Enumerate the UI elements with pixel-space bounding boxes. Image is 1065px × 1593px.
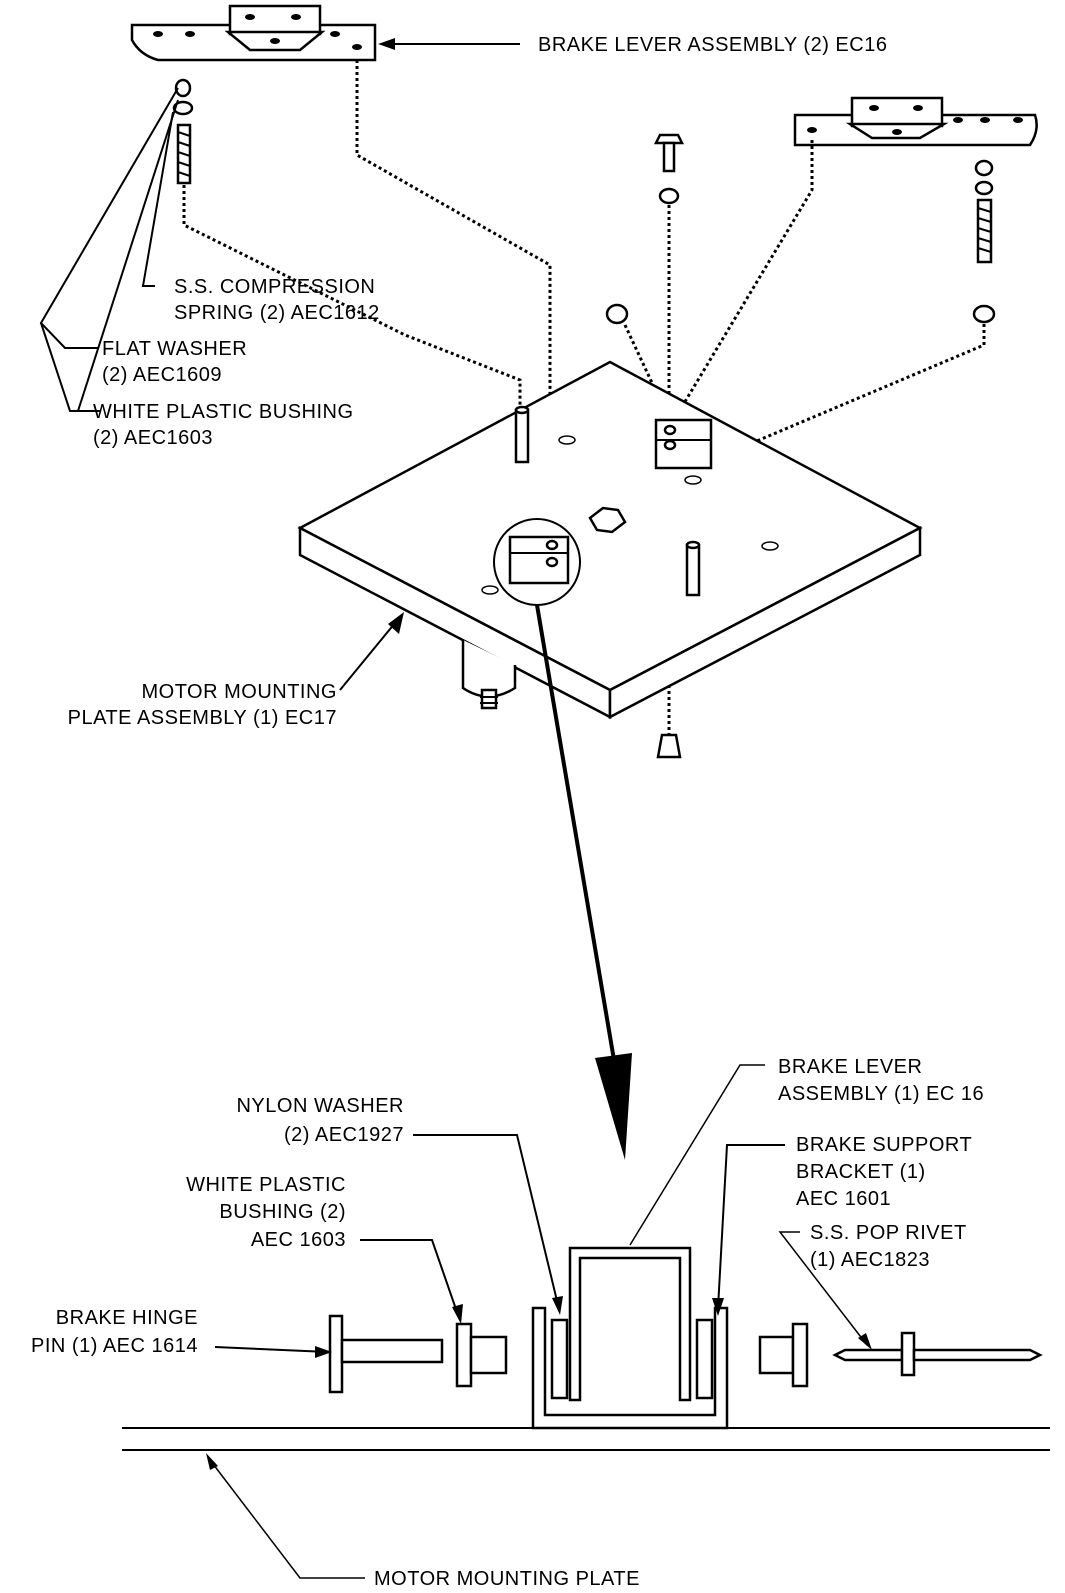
callout-labels: BRAKE LEVER ASSEMBLY (2) EC16 S.S. COMPR…	[31, 34, 984, 1590]
label-bushing-top-line1: WHITE PLASTIC BUSHING	[93, 401, 354, 423]
bushing-washer-spring-stack-right	[972, 159, 996, 324]
brake-lever-assembly-right	[793, 96, 1038, 147]
label-compression-spring-line2: SPRING (2) AEC1612	[174, 302, 380, 324]
label-flat-washer-line2: (2) AEC1609	[102, 364, 222, 386]
leader-lines	[39, 38, 872, 1579]
label-support-bracket-line2: BRACKET (1)	[796, 1161, 926, 1183]
label-brake-lever-detail-line2: ASSEMBLY (1) EC 16	[778, 1083, 984, 1105]
label-bushing-detail-line3: AEC 1603	[251, 1229, 346, 1251]
label-compression-spring-line1: S.S. COMPRESSION	[174, 276, 375, 298]
bushing-washer-spring-stack-left	[172, 78, 194, 185]
label-pop-rivet-line1: S.S. POP RIVET	[810, 1222, 967, 1244]
label-pop-rivet-line2: (1) AEC1823	[810, 1249, 930, 1271]
label-nylon-washer-line1: NYLON WASHER	[236, 1095, 404, 1117]
detail-view	[122, 1246, 1050, 1451]
label-brake-lever-assembly-top: BRAKE LEVER ASSEMBLY (2) EC16	[538, 34, 887, 56]
motor-mounting-plate-assembly	[297, 360, 923, 759]
center-bolt	[605, 133, 685, 325]
label-bushing-detail-line1: WHITE PLASTIC	[186, 1174, 346, 1196]
brake-lever-assembly-left	[130, 4, 377, 62]
label-motor-plate-assembly-line2: PLATE ASSEMBLY (1) EC17	[68, 707, 337, 729]
label-hinge-pin-line2: PIN (1) AEC 1614	[31, 1335, 198, 1357]
label-bushing-detail-line2: BUSHING (2)	[219, 1201, 346, 1223]
label-hinge-pin-line1: BRAKE HINGE	[56, 1307, 198, 1329]
label-bushing-top-line2: (2) AEC1603	[93, 427, 213, 449]
label-motor-plate-assembly-line1: MOTOR MOUNTING	[141, 681, 337, 703]
label-support-bracket-line3: AEC 1601	[796, 1188, 891, 1210]
label-support-bracket-line1: BRAKE SUPPORT	[796, 1134, 972, 1156]
label-flat-washer-line1: FLAT WASHER	[102, 338, 247, 360]
label-nylon-washer-line2: (2) AEC1927	[284, 1124, 404, 1146]
label-motor-plate-bottom: MOTOR MOUNTING PLATE	[374, 1568, 640, 1590]
label-brake-lever-detail-line1: BRAKE LEVER	[778, 1056, 922, 1078]
detail-callout-arrow	[535, 604, 632, 1160]
